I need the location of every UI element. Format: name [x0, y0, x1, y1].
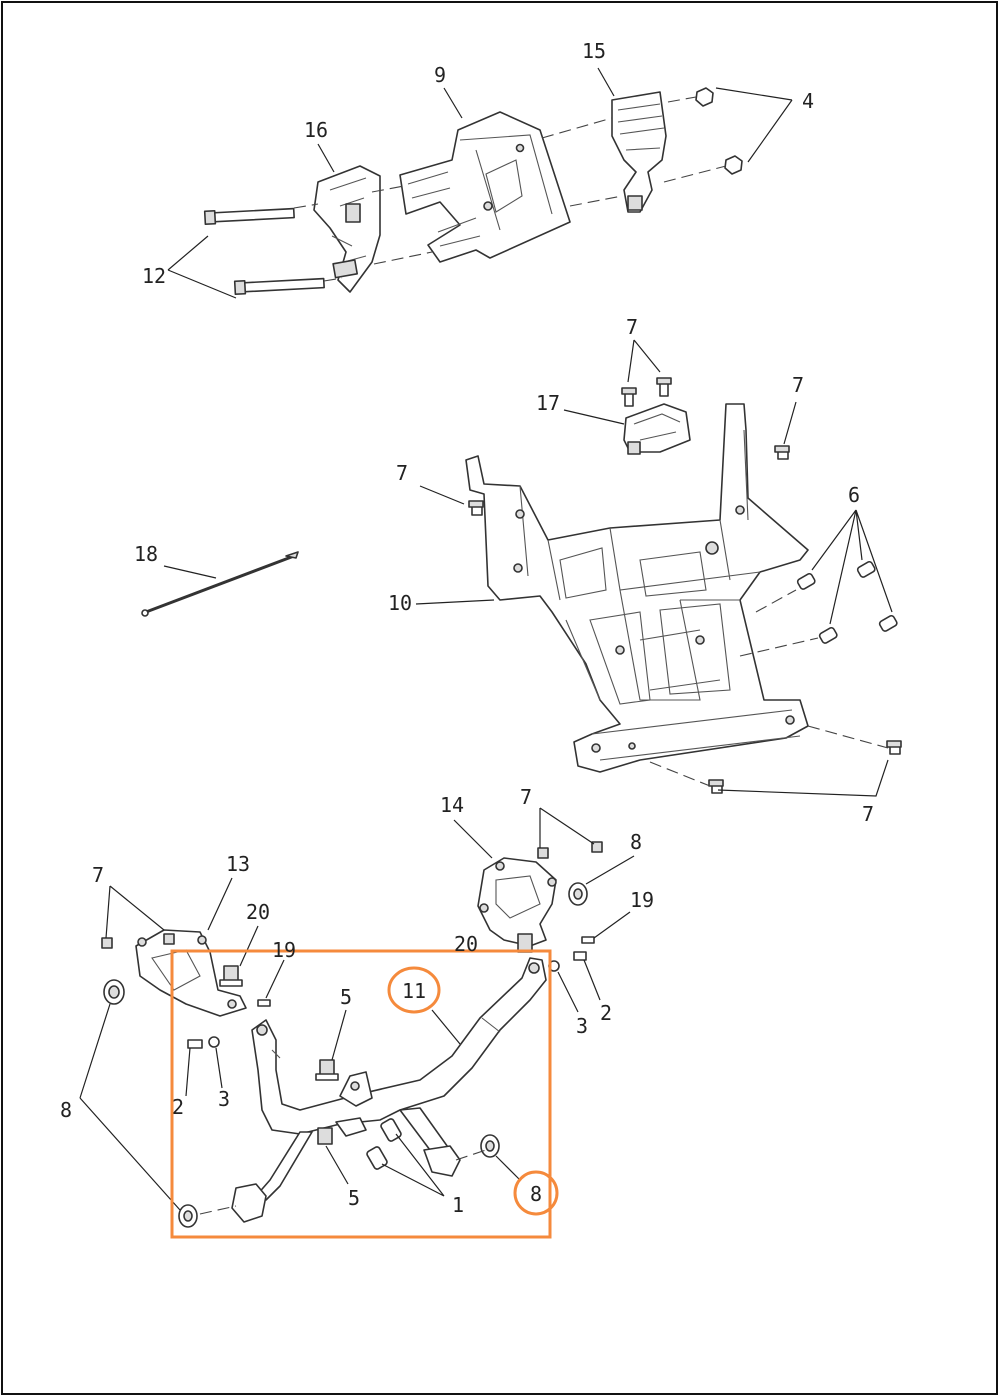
callout-17: 17 — [536, 391, 560, 415]
bolt-1-a — [380, 1118, 402, 1142]
callout-7-cover: 7 — [626, 315, 638, 339]
nut-4-lower — [724, 155, 743, 175]
bolt-6-a — [796, 572, 816, 590]
callout-6: 6 — [848, 483, 860, 507]
bolt-19-right — [581, 936, 595, 944]
bolt-7-crossbar-right — [886, 740, 902, 755]
bolt-7-right-upper — [774, 445, 790, 460]
bushing-8-left — [103, 979, 125, 1005]
frame-10 — [465, 403, 809, 773]
callout-8-lower: 8 — [530, 1182, 542, 1206]
callout-12: 12 — [142, 264, 166, 288]
bushing-8-right-upper — [568, 882, 588, 906]
callout-3-left: 3 — [218, 1087, 230, 1111]
bolt-7-left-b — [163, 933, 175, 945]
bolt-2-left — [187, 1039, 203, 1049]
callout-7-left: 7 — [396, 461, 408, 485]
bolt-7-left — [468, 500, 484, 516]
bracket-15 — [611, 91, 667, 213]
stand-bar-11 — [231, 957, 547, 1223]
nut-4-upper — [695, 87, 714, 107]
highlight-circle-11 — [387, 966, 441, 1014]
callout-1: 1 — [452, 1193, 464, 1217]
bushing-8-lower-right — [480, 1134, 500, 1158]
leader-lines — [79, 67, 893, 1211]
callout-19-left: 19 — [272, 938, 296, 962]
callout-2-right: 2 — [600, 1001, 612, 1025]
alignment-line-bushings — [199, 1149, 487, 1215]
bolt-6-d — [878, 614, 898, 632]
bolt-12-lower — [233, 277, 325, 296]
callout-8-upper: 8 — [630, 830, 642, 854]
callout-7-plate-right: 7 — [520, 785, 532, 809]
plate-14 — [477, 857, 557, 947]
clip-20-right — [517, 933, 533, 953]
bolt-1-b — [366, 1146, 388, 1170]
bolt-7-crossbar-left — [708, 779, 724, 794]
callout-7-crossbar: 7 — [862, 802, 874, 826]
bolt-2-right — [573, 951, 587, 961]
callout-14: 14 — [440, 793, 464, 817]
bolt-12-upper — [203, 207, 295, 226]
lower-bracket-assembly — [101, 841, 603, 1228]
bolt-7-left-a — [101, 937, 113, 949]
callout-19-right: 19 — [630, 888, 654, 912]
bolt-7-right-a — [537, 847, 549, 859]
callout-8-left: 8 — [60, 1098, 72, 1122]
callout-4: 4 — [802, 89, 814, 113]
bracket-9 — [399, 111, 571, 263]
bolt-7-cover-b — [656, 377, 672, 397]
alignment-line-bolts-6 — [739, 589, 819, 657]
callout-13: 13 — [226, 852, 250, 876]
callout-7-plate-left: 7 — [92, 863, 104, 887]
bolt-19-left — [257, 999, 271, 1007]
clip-5-upper — [315, 1059, 339, 1081]
callout-18: 18 — [134, 542, 158, 566]
cable-tie-18 — [141, 551, 299, 617]
callout-5-lower: 5 — [348, 1186, 360, 1210]
bolt-6-c — [818, 626, 838, 644]
clip-5-lower — [317, 1127, 333, 1145]
alignment-line-top-lower — [323, 165, 727, 282]
callout-labels: 15 9 4 16 12 7 7 17 7 6 18 10 14 7 7 8 1… — [60, 39, 874, 1217]
alignment-line-crossbar — [649, 725, 889, 787]
clip-20-left — [219, 965, 243, 987]
plate-13 — [135, 929, 247, 1017]
bracket-16 — [313, 165, 381, 293]
callout-7-right: 7 — [792, 373, 804, 397]
main-frame-assembly — [141, 377, 902, 794]
highlight-box — [170, 949, 552, 1239]
bushing-8-lower-left — [178, 1204, 198, 1228]
callout-9: 9 — [434, 63, 446, 87]
callout-2-left: 2 — [172, 1095, 184, 1119]
bolt-7-cover-a — [621, 387, 637, 407]
bolt-7-right-b — [591, 841, 603, 853]
callout-10: 10 — [388, 591, 412, 615]
callout-11: 11 — [402, 979, 426, 1003]
callout-20-right: 20 — [454, 932, 478, 956]
callout-3-right: 3 — [576, 1014, 588, 1038]
cover-17 — [623, 403, 691, 455]
callout-5-upper: 5 — [340, 985, 352, 1009]
top-mount-assembly — [203, 87, 743, 296]
callout-20-left: 20 — [246, 900, 270, 924]
callout-16: 16 — [304, 118, 328, 142]
callout-15: 15 — [582, 39, 606, 63]
highlight-circle-8 — [513, 1170, 559, 1216]
bolt-6-b — [856, 560, 876, 578]
washer-3-left — [208, 1036, 220, 1048]
